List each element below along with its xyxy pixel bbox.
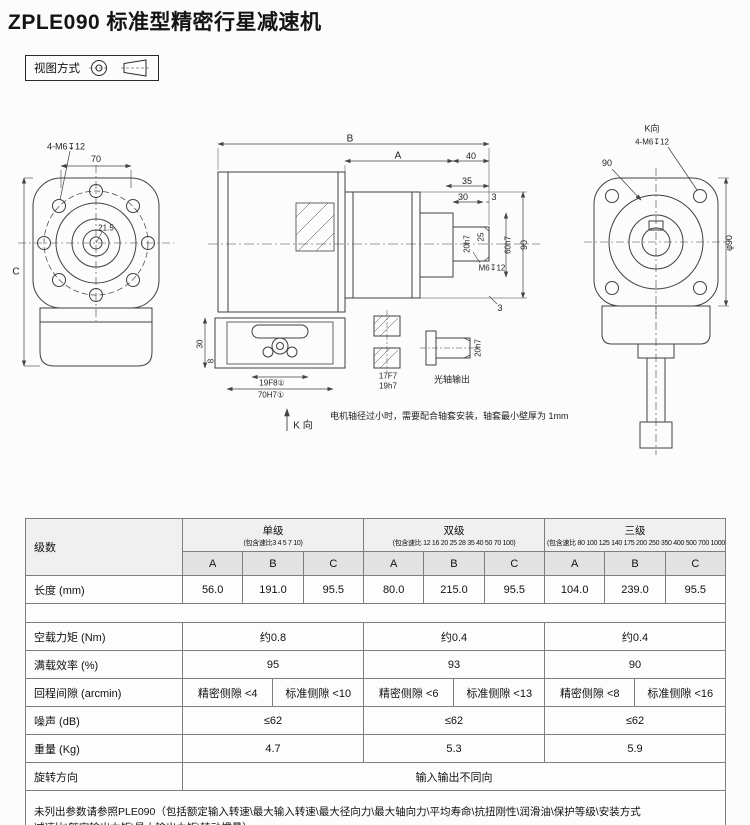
- footnote-line2: 减速比\额定输出力矩\最大输出力矩\转动惯量）: [34, 820, 717, 825]
- value-cell: 191.0: [242, 575, 304, 604]
- group-ratios: (包含速比3 4 5 7 10): [243, 539, 303, 547]
- value-cell: 80.0: [362, 575, 425, 604]
- dim-label: 19F8①: [259, 378, 285, 388]
- projection-symbols-icon: [89, 59, 149, 77]
- front-view: [18, 150, 174, 367]
- abc-header: B: [604, 551, 666, 576]
- dim-label: 60h7: [503, 236, 513, 254]
- value-cell: 5.9: [544, 734, 727, 763]
- dim-label: 4-M6↧12: [46, 141, 86, 152]
- value-cell: 95.5: [302, 575, 365, 604]
- dim-label: K向: [644, 123, 660, 134]
- dim-label: 30: [195, 339, 205, 349]
- row-label-noise: 噪声 (dB): [25, 706, 183, 735]
- group-ratios: (包含速比 12 16 20 25 28 35 40 50 70 100): [392, 539, 516, 547]
- abc-header: C: [664, 551, 727, 576]
- value-cell: 215.0: [423, 575, 485, 604]
- value-cell: 5.3: [362, 734, 546, 763]
- dim-label: 70H7①: [257, 390, 285, 400]
- value-cell: ≤62: [362, 706, 546, 735]
- view-mode-label: 视图方式: [34, 63, 80, 75]
- view-mode-box: 视图方式: [25, 55, 159, 81]
- value-cell: ≤62: [182, 706, 364, 735]
- dim-label: K 向: [293, 420, 313, 432]
- value-cell: 约0.4: [544, 622, 727, 651]
- value-cell: 95.5: [664, 575, 727, 604]
- dim-label: 3: [497, 303, 503, 313]
- spacer-row: [24, 603, 727, 623]
- value-cell: 约0.4: [362, 622, 546, 651]
- value-cell: 精密侧隙 <8: [544, 678, 636, 707]
- value-cell: 输入输出不同向: [181, 762, 727, 791]
- dim-label: 3: [491, 192, 497, 202]
- value-cell: 标准侧隙 <10: [272, 678, 364, 707]
- row-label-efficiency: 满载效率 (%): [25, 650, 183, 679]
- value-cell: 93: [362, 650, 546, 679]
- abc-header: B: [242, 551, 304, 576]
- value-cell: ≤62: [544, 706, 727, 735]
- dim-label: 19h7: [379, 381, 397, 391]
- dim-label: 25: [476, 232, 486, 242]
- dim-label: C: [12, 266, 20, 278]
- value-cell: 239.0: [604, 575, 666, 604]
- value-cell: 4.7: [182, 734, 364, 763]
- value-cell: 精密侧隙 <4: [181, 678, 274, 707]
- value-cell: 95.5: [483, 575, 546, 604]
- value-cell: 104.0: [544, 575, 606, 604]
- value-cell: 95: [182, 650, 364, 679]
- dim-label: 90: [601, 158, 613, 168]
- group-ratios: (包含速比 80 100 125 140 175 200 250 350 400…: [547, 539, 726, 547]
- dim-label: A: [394, 150, 402, 162]
- dim-label: 17F7: [378, 371, 398, 381]
- dim-label: 30: [457, 192, 469, 202]
- dim-label: 8: [206, 358, 216, 364]
- dim-label: B: [346, 133, 354, 145]
- abc-header: B: [423, 551, 485, 576]
- group-header-single: 单级 (包含速比3 4 5 7 10): [182, 518, 364, 552]
- dim-label: 20h7: [473, 339, 483, 357]
- row-label-stages: 级数: [25, 518, 183, 576]
- value-cell: 90: [544, 650, 727, 679]
- k-view: [584, 146, 729, 455]
- dim-label: 21.5: [98, 223, 114, 233]
- value-cell: 标准侧隙 <16: [634, 678, 727, 707]
- dim-label: M6↧12: [478, 263, 506, 273]
- dim-label: 35: [461, 176, 473, 186]
- dim-label: 4-M6↧12: [635, 137, 669, 147]
- value-cell: 56.0: [181, 575, 244, 604]
- abc-header: C: [302, 551, 365, 576]
- group-name: 双级: [443, 524, 465, 537]
- value-cell: 约0.8: [182, 622, 364, 651]
- group-header-double: 双级 (包含速比 12 16 20 25 28 35 40 50 70 100): [362, 518, 546, 552]
- value-cell: 标准侧隙 <13: [453, 678, 546, 707]
- row-label-rotation: 旋转方向: [25, 762, 183, 791]
- abc-header: A: [181, 551, 244, 576]
- abc-header: C: [483, 551, 546, 576]
- row-label-backlash: 回程间隙 (arcmin): [25, 678, 183, 707]
- abc-header: A: [362, 551, 425, 576]
- projection-frustum-icon: [123, 59, 147, 77]
- group-header-triple: 三级 (包含速比 80 100 125 140 175 200 250 350 …: [544, 518, 727, 552]
- dim-label: 40: [465, 151, 477, 161]
- row-label-no-load-torque: 空载力矩 (Nm): [25, 622, 183, 651]
- dim-label: 20h7: [462, 235, 472, 253]
- row-label-weight: 重量 (Kg): [25, 734, 183, 763]
- footnote-line1: 未列出参数请参照PLE090（包括额定输入转速\最大输入转速\最大径向力\最大轴…: [34, 805, 641, 818]
- drawing-note: 电机轴径过小时，需要配合轴套安装，轴套最小壁厚为 1mm: [330, 411, 569, 421]
- group-name: 单级: [262, 524, 284, 537]
- dim-label: 70: [90, 154, 102, 164]
- side-view: [202, 141, 540, 431]
- dim-label: φ90: [724, 235, 734, 251]
- page-title: ZPLE090 标准型精密行星减速机: [8, 11, 322, 34]
- value-cell: 精密侧隙 <6: [362, 678, 455, 707]
- dim-label: 90: [519, 239, 529, 251]
- group-name: 三级: [624, 524, 646, 537]
- row-label-length: 长度 (mm): [25, 575, 183, 604]
- footnote: 未列出参数请参照PLE090（包括额定输入转速\最大输入转速\最大径向力\最大轴…: [24, 790, 727, 825]
- abc-header: A: [544, 551, 606, 576]
- spec-table: 级数 单级 (包含速比3 4 5 7 10) 双级 (包含速比 12 16 20…: [24, 518, 727, 825]
- dim-label: 光轴输出: [433, 374, 471, 385]
